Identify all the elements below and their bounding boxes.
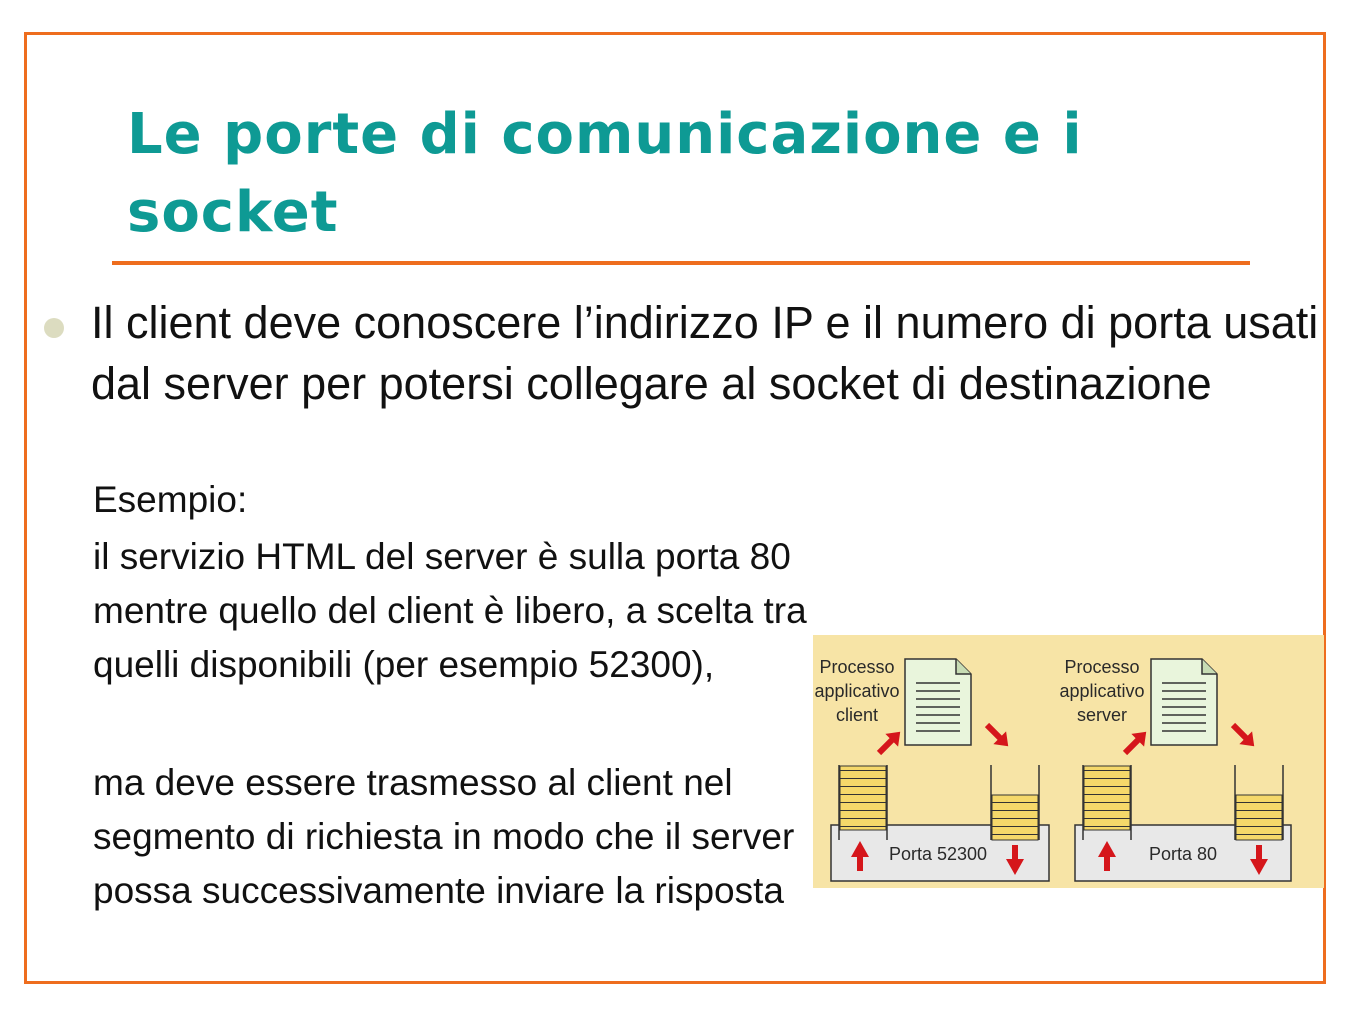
client-out-arrow-icon: [876, 731, 901, 756]
client-down-arrow-icon: [1006, 845, 1024, 875]
slide-title: Le porte di comunicazione e i socket: [127, 102, 1083, 245]
server-document-icon: [1150, 658, 1218, 746]
example-label: Esempio:: [93, 479, 248, 520]
server-down-arrow-icon: [1250, 845, 1268, 875]
title-divider: [112, 261, 1250, 265]
client-group: Processo applicativo client Porta 52300: [814, 657, 1050, 882]
server-label-line1: Processo: [1064, 657, 1139, 677]
bullet-text: Il client deve conoscere l’indirizzo IP …: [91, 297, 1319, 409]
socket-diagram: Processo applicativo client Porta 52300: [813, 635, 1324, 888]
server-in-arrow-icon: [1230, 722, 1255, 747]
client-in-arrow-icon: [984, 722, 1009, 747]
server-up-arrow-icon: [1098, 841, 1116, 871]
client-receive-buffer: [990, 765, 1040, 841]
bullet-dot-icon: [44, 318, 64, 338]
server-port-label: Porta 80: [1149, 844, 1217, 864]
server-group: Processo applicativo server Porta 80: [1059, 657, 1292, 882]
socket-diagram-svg: Processo applicativo client Porta 52300: [814, 657, 1292, 882]
client-send-buffer: [838, 765, 888, 840]
server-send-buffer: [1234, 765, 1284, 841]
slide-frame: [24, 32, 1326, 984]
server-out-arrow-icon: [1122, 731, 1147, 756]
client-up-arrow-icon: [851, 841, 869, 871]
client-label-line1: Processo: [819, 657, 894, 677]
server-receive-buffer: [1082, 765, 1132, 840]
example-paragraph-2: ma deve essere trasmesso al client nel s…: [93, 762, 795, 911]
example-paragraph-1: il servizio HTML del server è sulla port…: [93, 536, 807, 685]
client-label-line3: client: [836, 705, 878, 725]
client-document-icon: [904, 658, 972, 746]
client-port-label: Porta 52300: [889, 844, 987, 864]
client-label-line2: applicativo: [814, 681, 899, 701]
server-label-line2: applicativo: [1059, 681, 1144, 701]
server-label-line3: server: [1077, 705, 1127, 725]
